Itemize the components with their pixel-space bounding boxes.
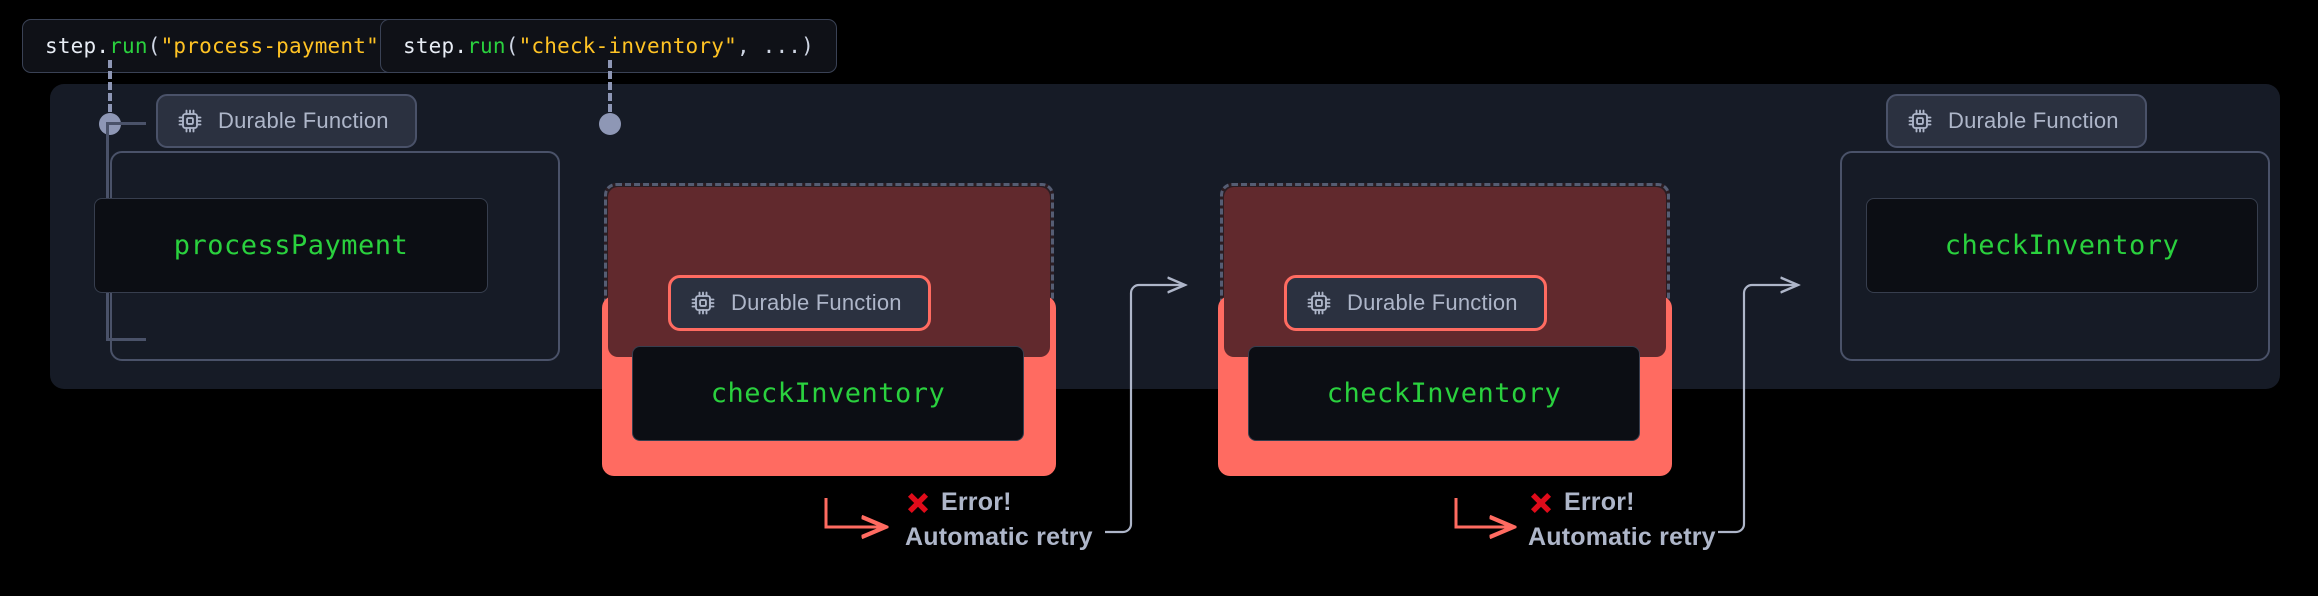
- dropper-line-process-payment: [108, 60, 112, 123]
- code-object: step: [403, 34, 455, 58]
- error-annotation-attempt-1: Error! Automatic retry: [905, 488, 1093, 552]
- durable-function-badge[interactable]: Durable Function: [668, 275, 931, 331]
- cpu-chip-icon: [1307, 291, 1331, 315]
- code-method: run: [467, 34, 506, 58]
- durable-function-label: Durable Function: [1347, 290, 1518, 315]
- durable-function-label: Durable Function: [218, 108, 389, 133]
- function-name-box: checkInventory: [1866, 198, 2258, 293]
- cpu-chip-icon: [178, 109, 202, 133]
- error-annotation-attempt-2: Error! Automatic retry: [1528, 488, 1716, 552]
- code-dot: .: [96, 34, 110, 58]
- durable-function-badge[interactable]: Durable Function: [1886, 94, 2147, 148]
- step-rail-bottom: [106, 338, 146, 341]
- error-x-icon: [1530, 492, 1552, 513]
- durable-function-label: Durable Function: [1948, 108, 2119, 133]
- code-open-paren: (: [147, 34, 161, 58]
- code-method: run: [109, 34, 148, 58]
- failed-block-inner: [608, 187, 1050, 357]
- code-rest: , ...): [736, 34, 814, 58]
- error-label: Error!: [941, 488, 1012, 516]
- step-body: [1840, 151, 2270, 361]
- durable-function-badge[interactable]: Durable Function: [156, 94, 417, 148]
- error-elbow-arrow-2: [1454, 498, 1512, 527]
- function-name-box: processPayment: [94, 198, 488, 293]
- error-x-icon: [907, 492, 929, 513]
- code-dot: .: [454, 34, 468, 58]
- code-object: step: [45, 34, 97, 58]
- code-argument: "process-payment": [160, 34, 379, 58]
- code-open-paren: (: [505, 34, 519, 58]
- error-elbow-arrow-1: [824, 498, 884, 527]
- durable-function-badge[interactable]: Durable Function: [1284, 275, 1547, 331]
- dropper-line-check-inventory: [608, 60, 612, 123]
- cpu-chip-icon: [691, 291, 715, 315]
- step-check-inventory-attempt-1[interactable]: Durable Function checkInventory: [602, 183, 1056, 476]
- retry-label: Automatic retry: [905, 523, 1093, 551]
- function-name-box: checkInventory: [1248, 346, 1640, 441]
- step-check-inventory-final[interactable]: Durable Function checkInventory: [1840, 94, 2270, 361]
- code-argument: "check-inventory": [518, 34, 737, 58]
- failed-block-inner: [1224, 187, 1666, 357]
- error-label: Error!: [1564, 488, 1635, 516]
- retry-label: Automatic retry: [1528, 523, 1716, 551]
- cpu-chip-icon: [1908, 109, 1932, 133]
- durable-function-label: Durable Function: [731, 290, 902, 315]
- step-rail-top: [106, 122, 146, 125]
- error-line: Error!: [905, 488, 1093, 517]
- function-name-box: checkInventory: [632, 346, 1024, 441]
- connector-dot-check-inventory: [599, 113, 621, 135]
- step-check-inventory-attempt-2[interactable]: Durable Function checkInventory: [1218, 183, 1672, 476]
- error-line: Error!: [1528, 488, 1716, 517]
- step-process-payment[interactable]: Durable Function processPayment: [94, 94, 560, 361]
